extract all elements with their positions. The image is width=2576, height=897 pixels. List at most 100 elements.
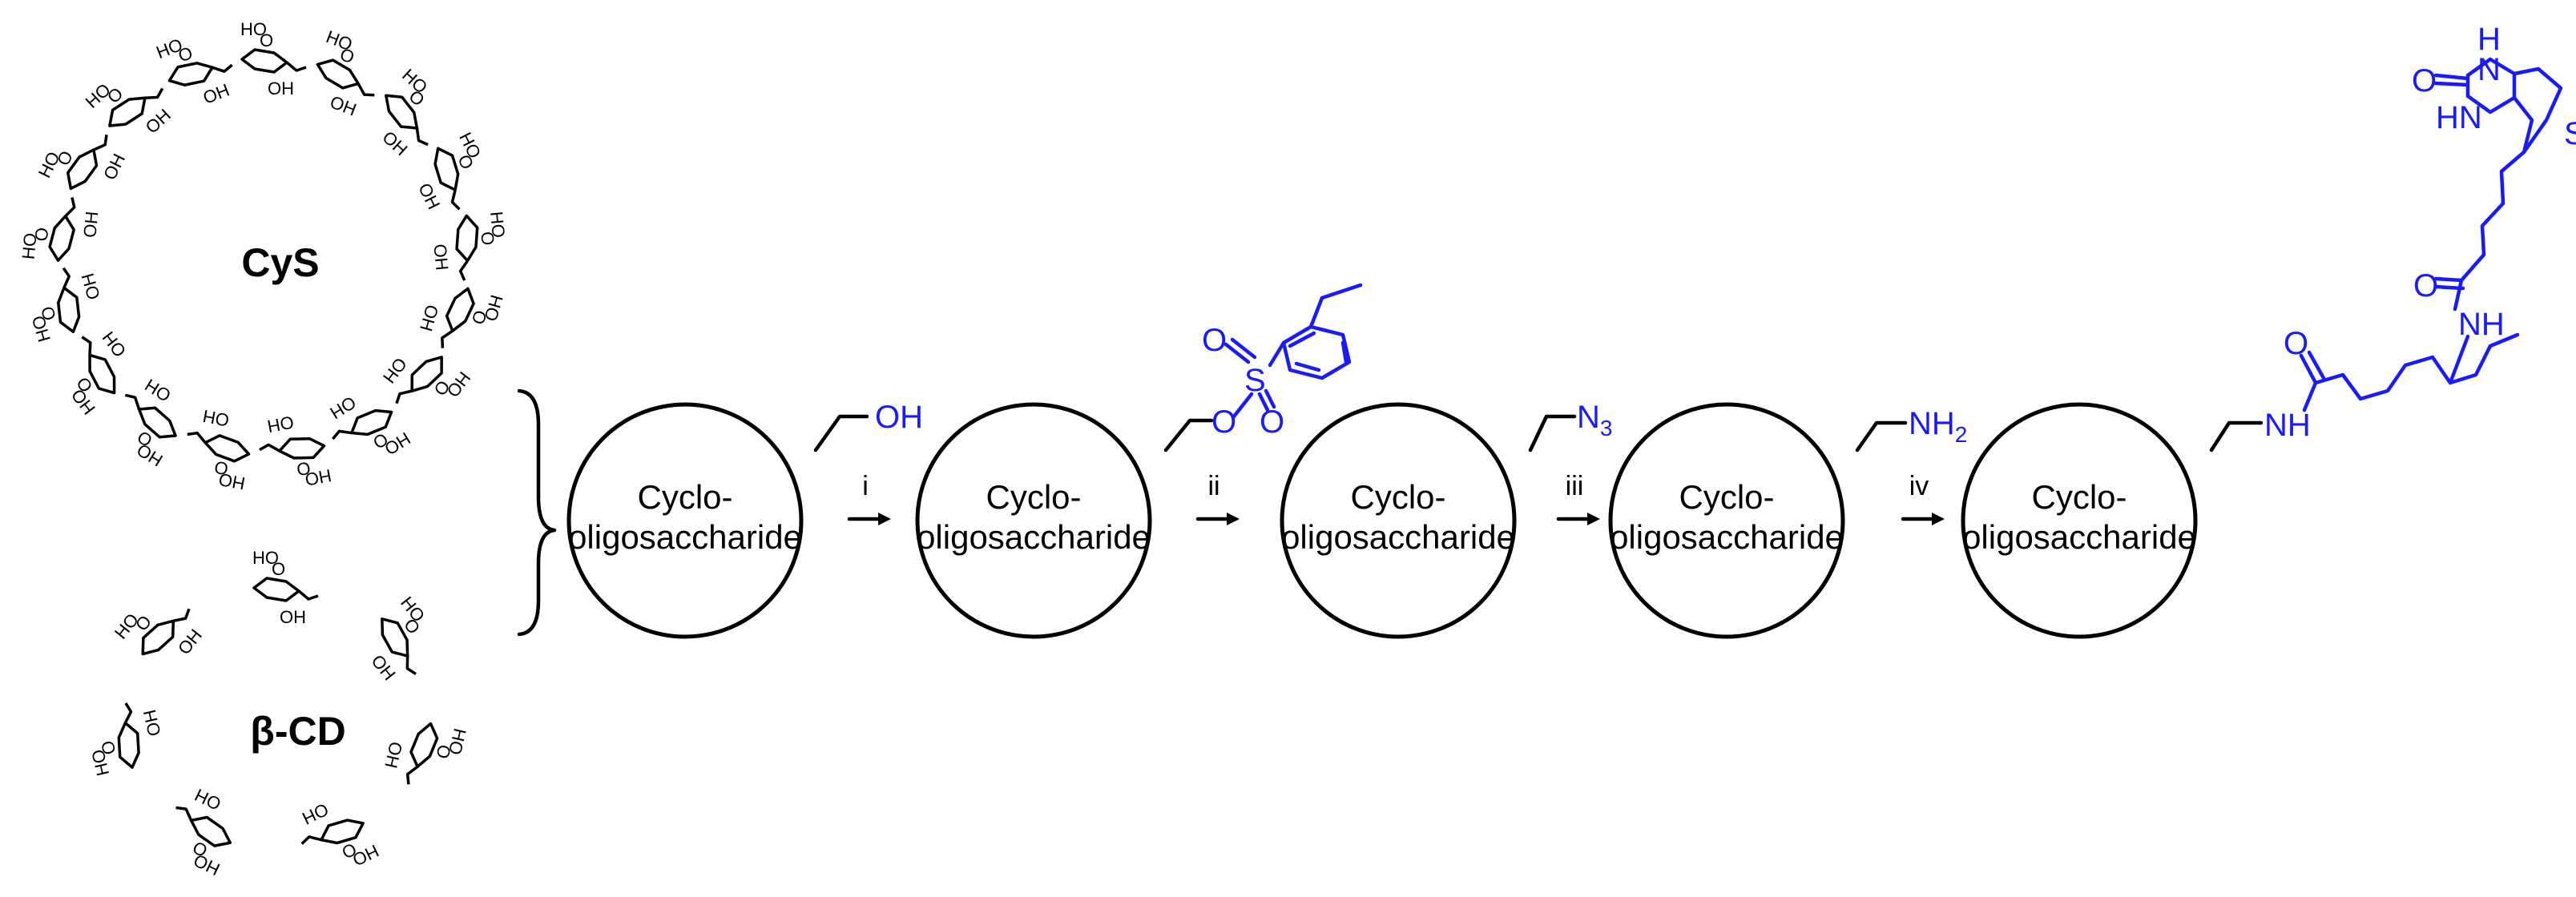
beta-cd-pyranose-ring [252, 577, 300, 602]
ring-5-label-line2: oligosaccharide [1962, 518, 2196, 556]
hydroxyl-group: OH [875, 400, 923, 435]
cys-hydroxyl-label: HO [240, 19, 267, 39]
cys-glycosidic-bond [415, 127, 429, 147]
cys-hydroxyl-label: OH [141, 375, 174, 406]
cys-glycosidic-bond [285, 61, 307, 72]
cys-pyranose-ring [455, 214, 479, 263]
cys-ring-oxygen: O [477, 231, 498, 246]
cys-pyranose-ring [56, 286, 81, 334]
beta-cd-hydroxyl-label: HO [252, 548, 279, 568]
cys-hydroxyl-label: OH [414, 180, 444, 213]
cys-glycosidic-bond [395, 389, 413, 404]
ring-4-label-line2: oligosaccharide [1610, 518, 1844, 556]
cys-ring-oxygen: O [295, 458, 312, 481]
curly-brace [517, 388, 557, 637]
cys-hydroxyl-label: HO [486, 211, 509, 239]
cys-glycosidic-bond [124, 393, 141, 410]
cys-hydroxyl-label: HO [381, 428, 413, 460]
cys-hydroxyl-label: HO [82, 79, 115, 112]
cys-hydroxyl-label: OH [200, 80, 232, 108]
cys-pyranose-ring [350, 408, 393, 436]
step-iv-label: iv [1909, 471, 1929, 501]
beta-cd-hydroxyl-label: OH [381, 740, 406, 770]
cys-hydroxyl-label: OH [99, 328, 131, 360]
beta-cd-hydroxyl-label: HO [397, 593, 429, 625]
cys-pyranose-ring [277, 437, 326, 460]
step-i-label: i [862, 471, 869, 501]
cys-hydroxyl-label: OH [78, 271, 104, 302]
beta-cd-hydroxyl-label: OH [280, 607, 306, 627]
cys-hydroxyl-label: OH [266, 412, 296, 436]
ring-1-label-line2: oligosaccharide [568, 518, 802, 556]
linker-nh: NH [2458, 307, 2505, 342]
beta-cd-glycosidic-bond [300, 835, 322, 845]
beta-cd-ring-oxygen: O [272, 559, 285, 579]
cys-hydroxyl-label: OH [268, 78, 294, 99]
beta-cd-hydroxyl-label: OH [139, 708, 165, 738]
beta-cd-glucose-unit: OHO OH [381, 722, 470, 785]
cys-glucose-unit: OHO OH [259, 412, 333, 490]
cys-hydroxyl-label: OH [416, 303, 442, 334]
beta-cd-ring-oxygen: O [432, 742, 454, 760]
beta-cd-pyranose-ring [381, 617, 409, 658]
ring-2-label-line2: oligosaccharide [917, 518, 1151, 556]
amide-oxygen: O [2284, 326, 2308, 361]
beta-cd-glycosidic-bond [297, 589, 319, 601]
scheme-ring-2: Cyclo- oligosaccharide O S O O [915, 283, 1363, 639]
cys-glycosidic-bond [259, 443, 280, 453]
cys-ring-oxygen: O [468, 308, 491, 327]
cys-ring-oxygen: O [212, 457, 229, 480]
tosyl-bridge-oxygen: O [1211, 404, 1236, 440]
cys-label: CyS [241, 240, 319, 285]
cys-glycosidic-bond [450, 189, 461, 211]
cys-pyranose-ring [204, 434, 251, 463]
cys-pyranose-ring [316, 58, 360, 90]
cys-hydroxyl-label: OH [99, 151, 129, 183]
cys-glycosidic-bond [187, 431, 207, 444]
cys-pyranose-ring [385, 94, 419, 130]
ring-5-label-line1: Cyclo- [2031, 478, 2127, 516]
cys-pyranose-ring [137, 406, 177, 439]
step-iii-arrow: iii [1556, 471, 1600, 525]
beta-cd-glycosidic-bond [405, 655, 417, 676]
cys-hydroxyl-label: OH [327, 91, 359, 119]
step-iv-arrow: iv [1901, 471, 1945, 525]
beta-cd-hydroxyl-label: OH [174, 625, 206, 658]
cys-hydroxyl-label: HO [304, 465, 333, 490]
cys-pyranose-ring [108, 96, 147, 127]
cys-glycosidic-bond [144, 87, 164, 99]
cys-pyranose-ring [433, 147, 460, 191]
cys-hydroxyl-label: OH [379, 354, 411, 387]
cys-glycosidic-bond [357, 82, 375, 97]
beta-cd-hydroxyl-label: HO [445, 726, 470, 757]
azide-group: N3 [1577, 400, 1612, 440]
cys-pyranose-ring [445, 287, 475, 332]
cys-glycosidic-bond [81, 336, 92, 356]
cys-glycosidic-bond [441, 329, 454, 348]
beta-cd-glucose-unit: OHO OH [252, 548, 319, 627]
cys-pyranose-ring [48, 215, 75, 262]
scheme-ring-5: Cyclo- oligosaccharide NH O NH O O H N H… [1961, 22, 2576, 639]
cys-pyranose-ring [410, 356, 443, 392]
beta-cd-hydroxyl-label: OH [299, 799, 332, 829]
beta-cd-pyranose-ring [117, 721, 140, 769]
beta-cd-hydroxyl-label: OH [367, 651, 399, 684]
cys-glycosidic-bond [212, 63, 233, 73]
cys-hydroxyl-label: OH [79, 211, 102, 239]
tosyl-oxygen-bottom: O [1260, 404, 1284, 440]
beta-cd-pyranose-ring [141, 619, 175, 656]
beta-cd-glycosidic-bond [123, 702, 133, 724]
ring-3-label-line1: Cyclo- [1350, 478, 1445, 516]
